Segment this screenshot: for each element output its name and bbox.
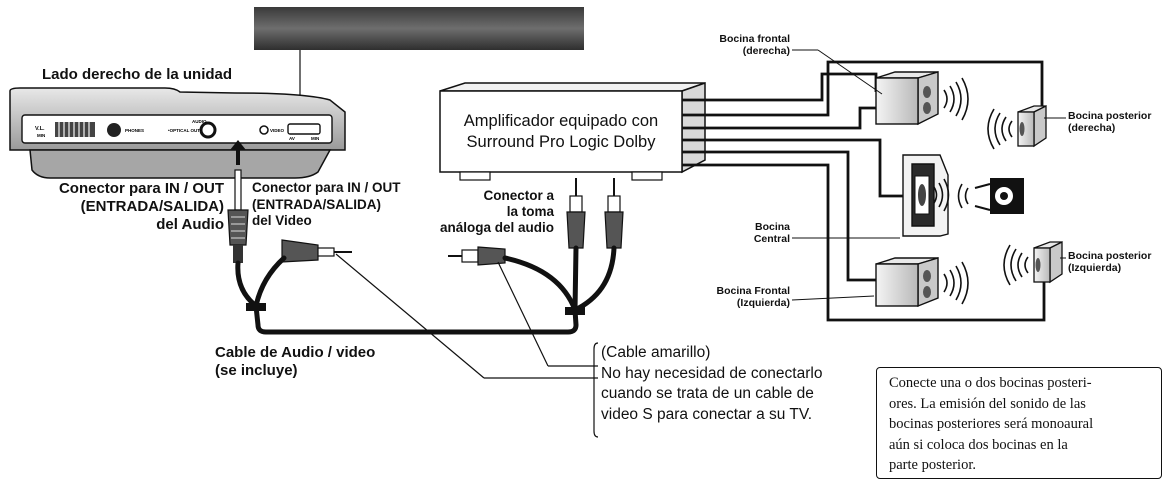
cable-clip-right [565, 307, 585, 315]
analog-connector-line-2: la toma [506, 204, 554, 219]
speaker-wiring [682, 60, 1046, 322]
sound-waves-rear-left [1003, 244, 1029, 286]
pointer-video-cable [335, 253, 485, 379]
front-left-line-1: Bocina Frontal [716, 285, 790, 297]
analog-plug [448, 246, 506, 266]
rca-plug-right [604, 178, 624, 249]
note-line-4: aún si coloca dos bocinas en la [889, 436, 1068, 453]
rear-left-speaker-label: Bocina posterior (Izquierda) [1068, 250, 1151, 274]
rear-left-line-1: Bocina posterior [1068, 250, 1152, 262]
speaker-front-right [875, 71, 939, 126]
speaker-front-left [875, 257, 939, 308]
note-line-2: ores. La emisión del sonido de las [889, 395, 1086, 412]
speaker-center [902, 154, 949, 237]
portable-dvd-unit [9, 87, 346, 179]
rear-speaker-note-box: Conecte una o dos bocinas posteri- ores.… [876, 367, 1162, 479]
video-connector-line-3: del Video [252, 213, 312, 228]
amplifier [439, 81, 706, 181]
top-banner [254, 7, 584, 50]
sound-waves-front-left [943, 261, 969, 305]
panel-label-video: VIDEO [270, 128, 285, 133]
rear-right-line-1: Bocina posterior [1068, 110, 1152, 122]
speaker-rear-right [1017, 104, 1047, 148]
panel-label-optical-out: •OPTICAL OUT• [168, 128, 202, 133]
front-left-speaker-label: Bocina Frontal (Izquierda) [680, 285, 790, 309]
analog-connector-line-3: análoga del audio [439, 220, 554, 235]
av-cable-label: Cable de Audio / video (se incluye) [215, 344, 375, 380]
video-connector-line-2: (ENTRADA/SALIDA) [252, 196, 381, 212]
front-right-line-1: Bocina frontal [719, 33, 790, 45]
panel-label-min-2: MIN [311, 136, 319, 141]
av-cable [235, 245, 617, 335]
note-line-5: parte posterior. [889, 457, 976, 473]
av-cable-line-2: (se incluye) [215, 362, 298, 379]
analog-connector-line-1: Conector a [483, 188, 554, 203]
front-left-line-2: (Izquierda) [736, 297, 790, 309]
amplifier-line-2: Surround Pro Logic Dolby [466, 133, 656, 151]
av-cable-line-1: Cable de Audio / video [215, 344, 376, 361]
yellow-cable-line-2: No hay necesidad de conectarlo [601, 364, 823, 382]
front-right-line-2: (derecha) [742, 45, 790, 57]
video-connector-line-1: Conector para IN / OUT [252, 180, 401, 195]
center-speaker-label: Bocina Central [700, 221, 790, 245]
rca-plug-left [566, 178, 586, 249]
sound-waves-listener [957, 183, 969, 209]
right-side-label: Lado derecho de la unidad [42, 66, 233, 83]
panel-label-min: MIN [37, 133, 45, 138]
yellow-cable-line-4: video S para conectar a su TV. [601, 405, 813, 423]
center-line-2: Central [753, 233, 790, 245]
audio-connector-line-3: del Audio [156, 216, 224, 233]
rear-left-line-2: (Izquierda) [1068, 262, 1122, 274]
amplifier-label: Amplificador equipado con Surround Pro L… [442, 111, 680, 153]
audio-connector-line-2: (ENTRADA/SALIDA) [80, 198, 224, 215]
speaker-rear-left [1033, 240, 1063, 284]
front-right-speaker-label: Bocina frontal (derecha) [680, 33, 790, 57]
video-connector-label: Conector para IN / OUT (ENTRADA/SALIDA) … [252, 180, 401, 230]
listener-icon [974, 178, 1024, 214]
video-plug [281, 239, 352, 263]
audio-port-arrow [230, 140, 246, 165]
sound-waves-center [933, 178, 950, 212]
center-line-1: Bocina [754, 221, 790, 233]
yellow-cable-line-3: cuando se trata de un cable de [601, 385, 814, 402]
leader-front-right-2 [817, 49, 883, 95]
leader-front-left [791, 295, 875, 301]
sound-waves-rear-right [987, 108, 1013, 150]
note-line-3: bocinas posteriores será monoaural [889, 416, 1094, 432]
analog-connector-label: Conector a la toma análoga del audio [412, 188, 554, 236]
amplifier-line-1: Amplificador equipado con [463, 112, 659, 130]
audio-connector-line-1: Conector para IN / OUT [58, 180, 224, 197]
audio-connector-label: Conector para IN / OUT (ENTRADA/SALIDA) … [2, 180, 224, 234]
panel-label-audio: AUDIO [192, 119, 207, 124]
pointer-analog [497, 261, 549, 367]
audio-plug [227, 169, 249, 263]
yellow-cable-line-1: (Cable amarillo) [601, 344, 711, 361]
rear-right-line-2: (derecha) [1068, 122, 1116, 134]
yellow-cable-note: (Cable amarillo) No hay necesidad de con… [601, 343, 822, 425]
note-bracket [593, 342, 599, 438]
rear-right-speaker-label: Bocina posterior (derecha) [1068, 110, 1151, 134]
cable-clip-left [246, 303, 266, 311]
sound-waves-front-right [943, 77, 969, 121]
panel-label-av: AV [289, 136, 295, 141]
panel-label-phones: PHONES [125, 128, 144, 133]
panel-label-vl: V.L. [35, 126, 45, 132]
note-line-1: Conecte una o dos bocinas posteri- [889, 375, 1092, 391]
